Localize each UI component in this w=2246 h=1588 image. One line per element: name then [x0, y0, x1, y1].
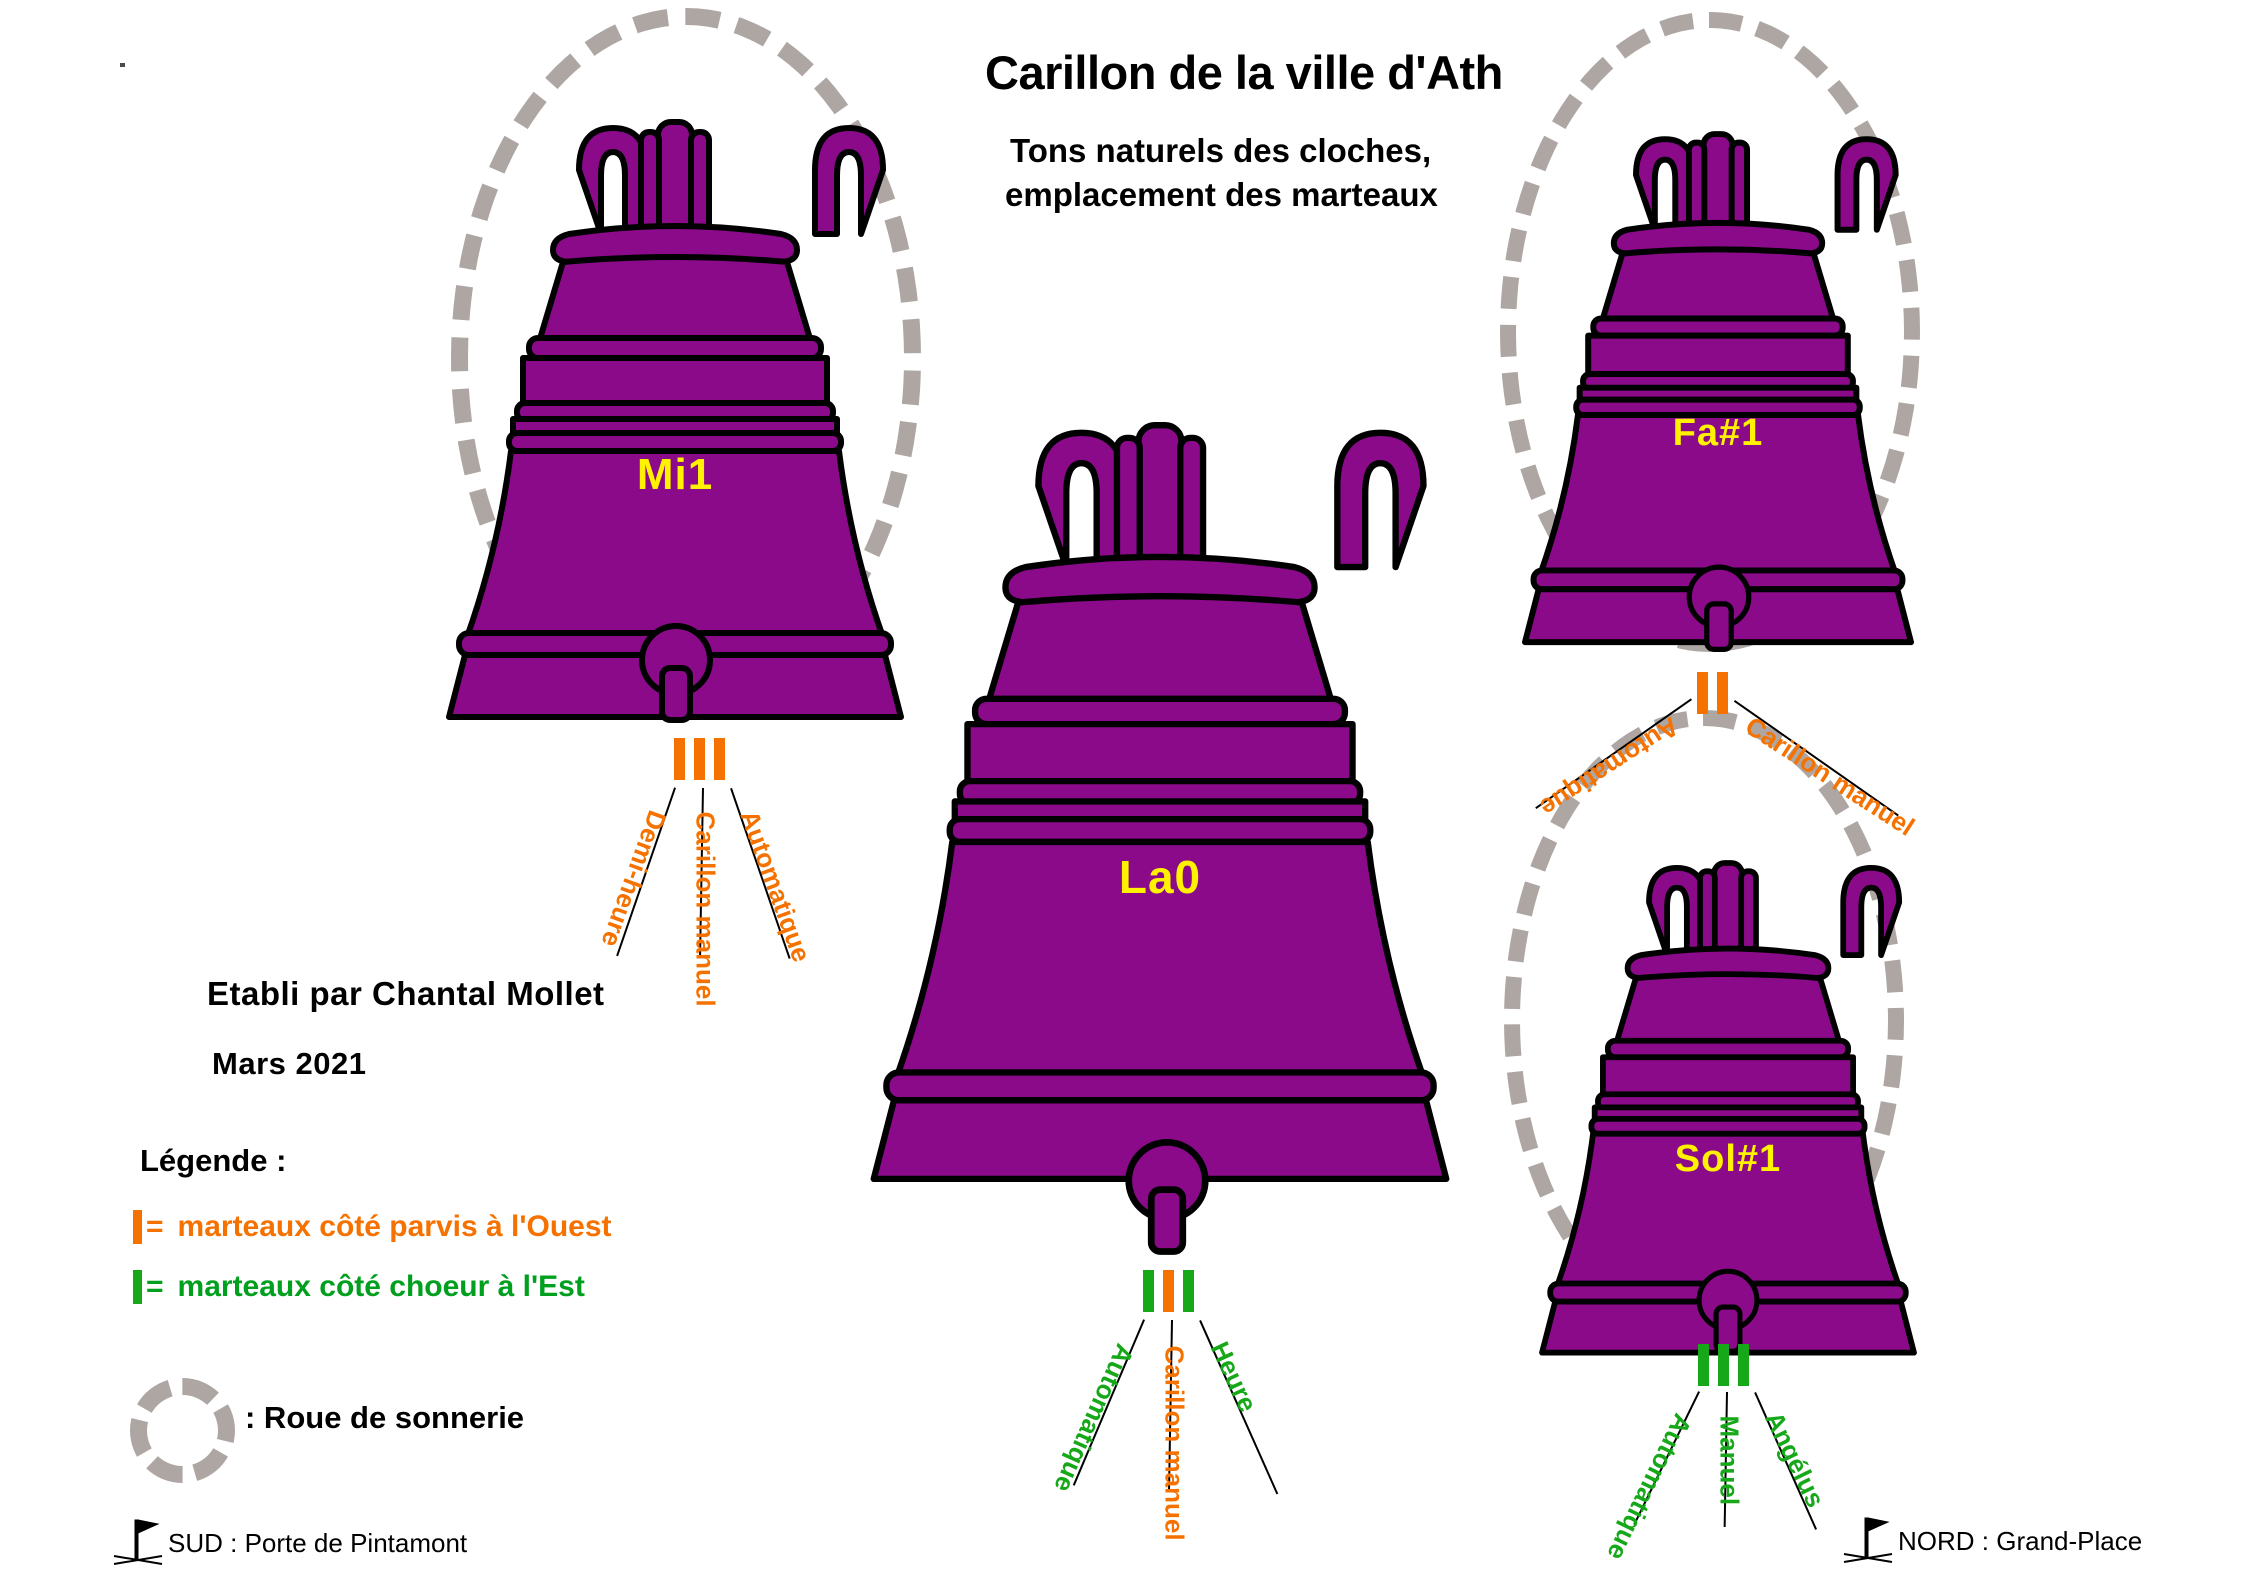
hammer-label-la0-0: Automatique — [1048, 1339, 1141, 1497]
legend-equals: = — [146, 1210, 164, 1243]
bell-mi1-clapper — [639, 623, 713, 723]
subtitle-line-1: Tons naturels des cloches, — [1010, 132, 1432, 169]
legend-equals: = — [146, 1270, 164, 1303]
credit-date: Mars 2021 — [212, 1046, 367, 1081]
hammer-tick — [674, 738, 685, 780]
flag-sud-icon — [113, 1519, 163, 1565]
bell-fa1-clapper — [1686, 564, 1752, 652]
hammer-tick — [694, 738, 705, 780]
bell-sol1-shape — [1539, 860, 1917, 1356]
legend-wheel-label: : Roue de sonnerie — [245, 1400, 525, 1435]
hammer-label-sol1-2: Angélus — [1758, 1406, 1831, 1513]
hammer-label-sol1-0: Automatique — [1601, 1409, 1698, 1566]
hammer-tick — [1163, 1270, 1174, 1312]
stray-speck — [120, 63, 125, 67]
hammer-label-mi1-0: Demi-heure — [595, 806, 673, 952]
hammer-label-la0-1: Carillon manuel — [1159, 1345, 1190, 1541]
compass-south-label: SUD : Porte de Pintamont — [168, 1528, 468, 1558]
legend-row-east: = marteaux côté choeur à l'Est — [133, 1270, 585, 1304]
bell-la0[interactable]: La0 — [860, 410, 1460, 1183]
hammer-tick — [714, 738, 725, 780]
legend-west-label: marteaux côté parvis à l'Ouest — [177, 1210, 612, 1243]
hammer-label-mi1-2: Automatique — [734, 806, 817, 966]
bell-fa1-hammer-ticks — [1697, 672, 1728, 714]
hammer-tick — [1183, 1270, 1194, 1312]
bell-la0-clapper — [1125, 1139, 1209, 1255]
roue-de-sonnerie-icon — [130, 1378, 235, 1483]
bell-sol1-hammer-ticks — [1698, 1344, 1749, 1386]
hammer-tick — [1738, 1344, 1749, 1386]
subtitle-line-2: emplacement des marteaux — [1005, 176, 1438, 213]
hammer-east-swatch — [133, 1270, 142, 1304]
bell-sol1-clapper — [1696, 1268, 1760, 1354]
hammer-label-mi1-1: Carillon manuel — [690, 811, 721, 1007]
credit-author: Etabli par Chantal Mollet — [207, 975, 605, 1012]
legend-row-west: = marteaux côté parvis à l'Ouest — [133, 1210, 612, 1244]
hammer-tick — [1143, 1270, 1154, 1312]
page-title: Carillon de la ville d'Ath — [985, 46, 1503, 99]
hammer-label-la0-2: Heure — [1204, 1336, 1264, 1417]
bell-la0-hammer-ticks — [1143, 1270, 1194, 1312]
compass-north-label: NORD : Grand-Place — [1898, 1526, 2143, 1556]
hammer-tick — [1717, 672, 1728, 714]
legend-title: Légende : — [140, 1143, 287, 1178]
hammer-tick — [1697, 672, 1708, 714]
hammer-label-sol1-1: Manuel — [1714, 1415, 1745, 1506]
bell-mi1-shape — [446, 119, 904, 720]
bell-mi1[interactable]: Mi1 — [446, 110, 904, 720]
hammer-tick — [1718, 1344, 1729, 1386]
bell-mi1-hammer-ticks — [674, 738, 725, 780]
bell-la0-shape — [870, 422, 1450, 1183]
legend-east-label: marteaux côté choeur à l'Est — [177, 1270, 585, 1303]
hammer-west-swatch — [133, 1210, 142, 1244]
flag-nord-icon — [1843, 1517, 1893, 1563]
hammer-tick — [1698, 1344, 1709, 1386]
